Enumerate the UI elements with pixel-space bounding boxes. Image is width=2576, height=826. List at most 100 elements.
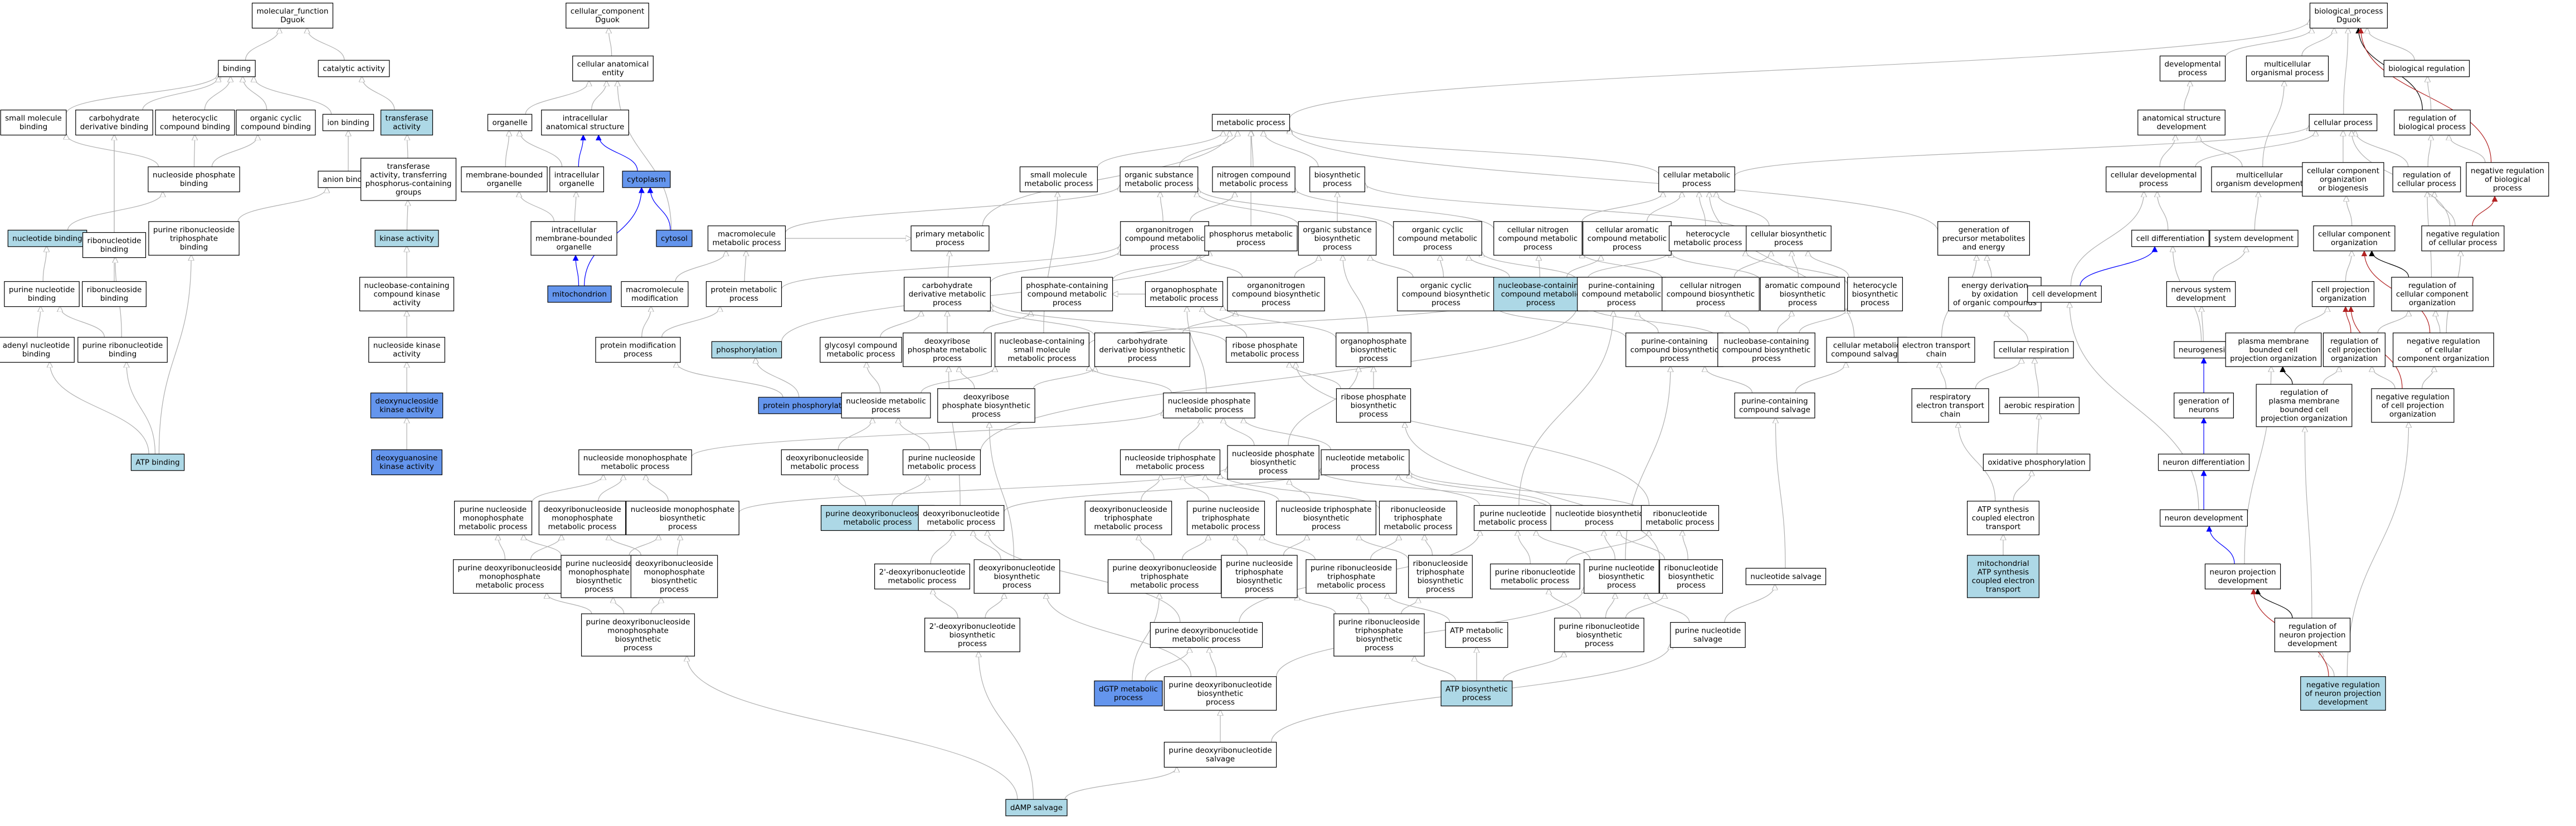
edge-celldev-to-celldiff (2080, 246, 2158, 286)
node-neurondiff: neuron differentiation (2158, 453, 2250, 471)
node-label: projection organization (2261, 414, 2348, 423)
node-label: ATP biosynthetic (1445, 685, 1508, 694)
edge-rnucbp-to-rnucmp (1682, 531, 1688, 560)
edge-dnucbp-to-dnucmp (973, 531, 1001, 560)
node-label: process (1788, 299, 1817, 307)
node-label: process (1245, 585, 1274, 594)
node-label: nucleotide binding (12, 234, 82, 243)
edge-cpo-to-cco (2345, 251, 2352, 282)
node-pdntpmp: purine deoxyribonucleosidetriphosphateme… (1107, 559, 1222, 594)
node-label: nucleoside triphosphate (1125, 454, 1216, 463)
node-box (1120, 221, 1209, 256)
node-label: organelle (492, 118, 527, 127)
node-label: nucleoside metabolic (846, 397, 926, 406)
node-label: monophosphate (568, 568, 630, 577)
edge-smmp-to-metproc (1097, 131, 1223, 168)
node-label: activity (393, 299, 421, 307)
node-label: organism development (2216, 179, 2303, 188)
node-label: catalytic activity (323, 64, 385, 73)
node-label: aerobic respiration (2004, 401, 2075, 410)
node-label: compound biosynthetic (1630, 345, 1718, 354)
node-label: monophosphate (607, 627, 669, 636)
edge-celldevproc-to-ased (2159, 135, 2175, 167)
node-label: process (1351, 462, 1380, 471)
node-box (1658, 166, 1735, 193)
node-label: binding (180, 243, 208, 252)
node-label: biosynthetic (1852, 290, 1898, 299)
edge-dntpmp-to-ntpmp (1141, 475, 1161, 501)
node-label: biosynthetic (1418, 576, 1464, 585)
node-label: process (1359, 354, 1388, 363)
node-box (0, 109, 67, 136)
edge-dnucmp-to-drpmp (949, 366, 961, 506)
node-label: deoxynucleoside (375, 397, 438, 406)
node-label: organic substance (1303, 226, 1371, 234)
node-label: ribonucleotide (1664, 564, 1718, 573)
node-label: nitrogen compound (1217, 171, 1291, 180)
node-label: modification (631, 294, 678, 303)
node-label: triphosphate (1416, 568, 1464, 577)
edge-mitochondrion-to-imbo (572, 255, 580, 286)
node-box (1379, 501, 1458, 535)
node-box (1937, 221, 2030, 256)
node-box (2159, 55, 2226, 82)
node-label: purine ribonucleotide (1559, 622, 1639, 631)
edge-nrnpd-to-nrcpo (2346, 422, 2408, 677)
node-label: purine ribonucleotide (82, 341, 163, 350)
node-label: deoxyribonucleoside (786, 454, 863, 463)
edge-atpset-to-oxphos (2013, 471, 2032, 501)
node-box (2174, 341, 2234, 359)
edge-occmp-to-osmp (1198, 188, 1394, 229)
node-bioreg: biological regulation (2383, 60, 2470, 77)
node-box (1582, 221, 1672, 256)
edge-dgtpmp-to-pdntpmp (1132, 593, 1160, 681)
edge-macromol-to-osmp (785, 185, 1120, 233)
edge-prntpbp-to-prntpmp (1359, 593, 1370, 614)
node-box (371, 449, 442, 476)
node-box (1186, 501, 1265, 535)
edge-atpb-to-purrnb (126, 363, 155, 454)
node-box (2311, 281, 2375, 307)
node-box (820, 336, 902, 363)
node-prntpmp: purine ribonucleosidetriphosphatemetabol… (1306, 559, 1397, 594)
node-label: process (2493, 184, 2522, 193)
node-ntpbp: nucleoside triphosphatebiosyntheticproce… (1275, 501, 1377, 535)
node-label: organization (2320, 294, 2366, 303)
edge-cytoplasm-to-ics (595, 134, 638, 172)
node-label: ATP binding (135, 458, 179, 467)
node-label: purine ribonucleoside (1311, 564, 1392, 573)
node-box (707, 225, 786, 252)
node-box (2302, 162, 2384, 197)
node-label: phosphorus-containing (366, 179, 452, 188)
edge-occb-to-binding (243, 77, 267, 110)
node-label: process (1053, 299, 1082, 307)
node-label: triphosphate (170, 234, 218, 243)
node-label: intracellular (563, 114, 608, 123)
node-dntpmp: deoxyribonucleosidetriphosphatemetabolic… (1084, 501, 1172, 535)
edge-rnucbp-to-ribosephbp (1405, 422, 1660, 560)
edge-dampsalv-to-d2dnbp (978, 652, 1034, 800)
edge-purntmp-to-purcmp (1518, 311, 1613, 506)
node-label: development (2287, 639, 2337, 648)
node-label: process (1607, 299, 1636, 307)
